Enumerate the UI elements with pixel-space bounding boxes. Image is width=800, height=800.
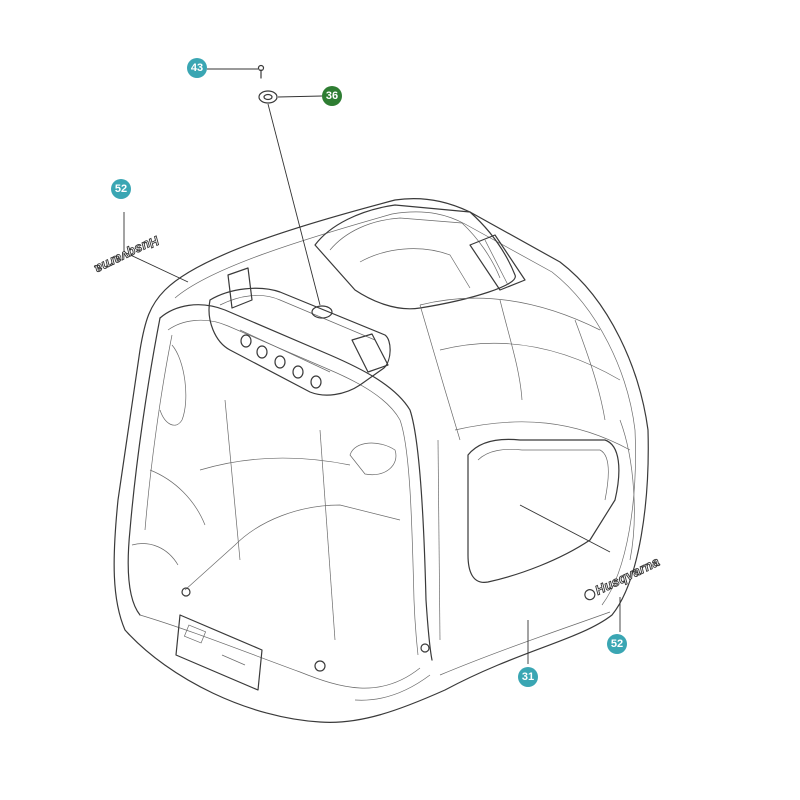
front-decal-text: Husqvarna: [92, 233, 161, 277]
callout-52-side: 52: [607, 634, 627, 654]
callout-36-label: 36: [326, 90, 338, 102]
callout-31: 31: [518, 667, 538, 687]
grommet-part: [258, 90, 278, 104]
callout-52-side-badge: [607, 634, 627, 654]
callout-52-front-badge: [111, 179, 131, 199]
callout-43-badge: [187, 58, 207, 78]
body-cover: [113, 198, 649, 723]
screw-part: [257, 64, 265, 79]
leader-lines: [123, 68, 621, 664]
callout-43-label: 43: [191, 62, 203, 74]
callout-52-front: 52: [111, 179, 131, 199]
callout-52-side-label: 52: [611, 638, 623, 650]
side-decal-text: Husqvarna: [593, 554, 662, 598]
callout-43: 43: [187, 58, 207, 78]
callout-31-badge: [518, 667, 538, 687]
callout-36: 36: [322, 86, 342, 106]
callout-36-badge: [322, 86, 342, 106]
callout-31-label: 31: [522, 671, 534, 683]
front-decal: Husqvarna: [92, 233, 162, 278]
callout-52-front-label: 52: [115, 183, 127, 195]
